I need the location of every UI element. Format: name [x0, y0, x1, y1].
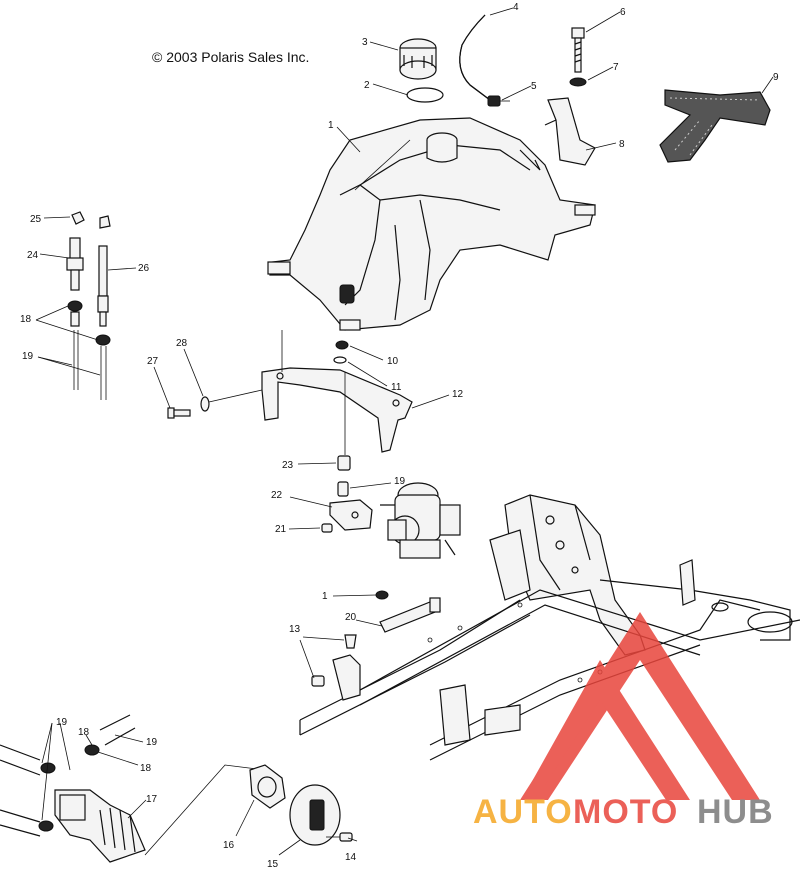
nut-19-carb [337, 481, 349, 497]
washer-11 [333, 356, 347, 364]
callout-27: 27 [147, 356, 159, 367]
callout-20: 20 [345, 612, 357, 623]
callout-2: 2 [364, 80, 370, 91]
watermark-logo: AUTO MOTO HUB [473, 612, 774, 831]
callout-17: 17 [146, 794, 158, 805]
callout-15: 15 [267, 859, 279, 870]
copyright-text: © 2003 Polaris Sales Inc. [152, 49, 309, 65]
callout-13: 13 [289, 624, 301, 635]
watermark-text-auto: AUTO [473, 793, 573, 831]
callout-18a: 18 [20, 314, 32, 325]
watermark-inner-triangle-icon [530, 660, 690, 800]
washer-28 [200, 389, 263, 412]
bracket-13 [311, 634, 361, 701]
callout-9: 9 [773, 72, 779, 83]
callout-26: 26 [138, 263, 150, 274]
screw-14 [326, 832, 353, 842]
callout-19d: 19 [394, 476, 406, 487]
callout-11: 11 [391, 382, 402, 393]
callout-28: 28 [176, 338, 188, 349]
filler-ring [406, 87, 444, 103]
callout-6: 6 [620, 7, 626, 18]
fuel-line-parts-left [66, 211, 111, 400]
callout-23: 23 [282, 460, 294, 471]
screw-21 [321, 523, 333, 533]
callout-19c: 19 [146, 737, 158, 748]
callout-1b: 1 [322, 591, 328, 602]
callout-1: 1 [328, 120, 334, 131]
mounting-bracket [261, 330, 413, 455]
callout-19a: 19 [22, 351, 34, 362]
valve-knob-15 [289, 784, 341, 846]
frame [299, 494, 800, 761]
callout-10: 10 [387, 356, 399, 367]
fuel-valve [0, 714, 266, 863]
callout-4: 4 [513, 2, 519, 13]
callout-14: 14 [345, 852, 357, 863]
callout-19b: 19 [56, 717, 68, 728]
nut-10 [335, 340, 349, 350]
valve-nut-16 [249, 764, 286, 809]
watermark-text-moto: MOTO [573, 793, 678, 831]
foam-pad [659, 89, 771, 163]
callout-22: 22 [271, 490, 283, 501]
nut-1b [375, 590, 389, 600]
fuel-cap [399, 38, 437, 80]
callout-labels: 1 2 3 4 5 6 7 8 9 10 11 12 13 14 15 16 1… [20, 2, 779, 870]
callout-18b: 18 [78, 727, 90, 738]
grommet-23 [337, 455, 351, 471]
rail-bracket-20 [379, 597, 441, 633]
callout-12: 12 [452, 389, 464, 400]
callout-21: 21 [275, 524, 287, 535]
callout-16: 16 [223, 840, 235, 851]
callout-25: 25 [30, 214, 42, 225]
bolt-27 [167, 407, 191, 419]
carb-bracket [329, 499, 373, 531]
callout-7: 7 [613, 62, 619, 73]
callout-8: 8 [619, 139, 625, 150]
vent-hose [459, 14, 491, 101]
vent-fitting [487, 95, 510, 107]
watermark-text-hub: HUB [697, 793, 774, 831]
carburetor [380, 482, 461, 559]
callout-5: 5 [531, 81, 537, 92]
callout-18c: 18 [140, 763, 152, 774]
bolt-6 [571, 27, 585, 73]
callout-24: 24 [27, 250, 39, 261]
leader-lines [35, 7, 774, 856]
fuel-tank [267, 117, 596, 331]
watermark-triangle-icon [520, 612, 760, 800]
bracket-8 [544, 97, 596, 166]
callout-3: 3 [362, 37, 368, 48]
washer-7 [569, 77, 587, 87]
